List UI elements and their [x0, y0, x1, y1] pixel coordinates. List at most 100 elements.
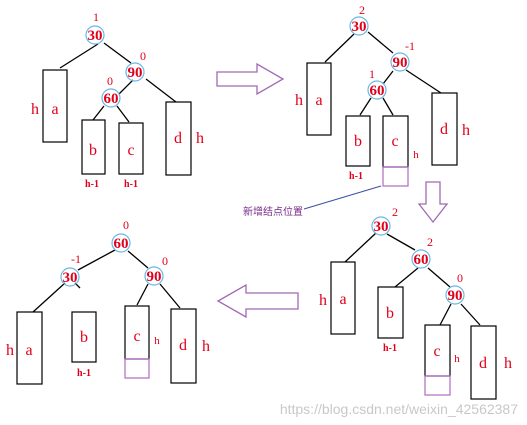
- edge: [427, 267, 451, 288]
- edge: [127, 250, 149, 269]
- subtree-d-box: [431, 92, 458, 166]
- subtree-b-label: b: [354, 133, 362, 150]
- node-90: 90: [448, 288, 463, 304]
- node-30: 30: [88, 28, 103, 44]
- edge: [439, 303, 452, 326]
- panel-unbalanced-chain: 30 60 90 2 2 0 a b c d h h-1 h h: [319, 205, 512, 400]
- node-60: 60: [370, 83, 385, 99]
- subtree-a-box: [306, 62, 332, 136]
- height-label: h-1: [349, 171, 363, 182]
- inserted-node-box: [382, 166, 409, 187]
- height-label: h-1: [383, 343, 397, 354]
- edge: [159, 283, 181, 309]
- height-label: h: [462, 122, 470, 139]
- node-90: 90: [393, 55, 408, 71]
- subtree-b-label: b: [80, 329, 88, 346]
- edge: [324, 33, 355, 63]
- arrow-left-icon: [216, 283, 299, 319]
- subtree-a-box: [16, 311, 43, 385]
- annotation-pointer: [303, 185, 382, 210]
- subtree-a-box: [330, 261, 356, 335]
- subtree-a-label: a: [25, 342, 32, 359]
- subtree-d-label: d: [440, 121, 448, 138]
- balance-factor-90: -1: [405, 39, 415, 53]
- height-label: h: [202, 338, 210, 355]
- balance-factor-60: 0: [123, 218, 129, 232]
- watermark: https://blog.csdn.net/weixin_42562387: [280, 401, 518, 417]
- edge: [382, 97, 394, 116]
- subtree-c-label: c: [127, 142, 134, 159]
- height-label: h: [154, 335, 160, 347]
- new-node-annotation: 新增结点位置: [243, 205, 303, 218]
- edge: [405, 69, 442, 94]
- edge: [386, 233, 416, 251]
- edge: [103, 42, 132, 64]
- node-60: 60: [104, 91, 119, 107]
- inserted-node-box: [424, 375, 451, 396]
- node-60: 60: [414, 252, 429, 268]
- edge: [344, 232, 377, 263]
- subtree-c-box: [124, 305, 150, 360]
- balance-factor-90: 0: [140, 49, 146, 63]
- balance-factor-60: 1: [369, 67, 375, 81]
- node-ring: [371, 216, 391, 236]
- edge: [32, 282, 66, 313]
- node-30: 30: [352, 19, 367, 35]
- subtree-b-box: [81, 119, 106, 175]
- subtree-a-label: a: [315, 92, 322, 109]
- subtree-c-box: [118, 122, 144, 175]
- balance-factor-90: 0: [162, 254, 168, 268]
- height-label: h-1: [85, 179, 99, 190]
- balance-factor-60: 2: [427, 235, 433, 249]
- node-30: 30: [374, 219, 389, 235]
- edge: [359, 97, 372, 116]
- node-ring: [125, 62, 145, 82]
- edge: [136, 283, 149, 306]
- subtree-d-box: [470, 325, 497, 400]
- height-label: h: [196, 130, 204, 147]
- edge: [367, 31, 394, 54]
- subtree-d-box: [165, 101, 192, 176]
- panel-balanced-result: 60 30 90 0 -1 0 a b c d h h-1 h h: [6, 218, 210, 385]
- edge: [59, 43, 99, 69]
- node-ring: [349, 16, 369, 36]
- height-label: h: [6, 342, 14, 359]
- edge: [460, 303, 481, 326]
- node-60: 60: [114, 236, 129, 252]
- edge: [77, 249, 116, 271]
- node-ring: [144, 266, 164, 286]
- node-ring: [85, 25, 105, 45]
- subtree-b-box: [71, 311, 97, 363]
- subtree-b-box: [377, 286, 404, 339]
- edge: [145, 78, 177, 103]
- height-label: h: [295, 92, 303, 109]
- subtree-b-label: b: [386, 305, 394, 322]
- subtree-d-label: d: [174, 130, 182, 147]
- height-label: h: [413, 149, 419, 161]
- subtree-a-box: [42, 69, 68, 143]
- subtree-a-label: a: [51, 101, 58, 118]
- balance-factor-30: 2: [392, 205, 398, 219]
- edge: [118, 79, 134, 95]
- height-label: h-1: [77, 368, 91, 379]
- subtree-c-label: c: [391, 133, 398, 150]
- balance-factor-30: 1: [93, 10, 99, 24]
- node-90: 90: [128, 65, 143, 81]
- subtree-b-label: b: [89, 142, 97, 159]
- subtree-d-label: d: [479, 355, 487, 372]
- height-label: h: [504, 355, 512, 372]
- balance-factor-30: 2: [359, 3, 365, 17]
- node-30: 30: [63, 270, 78, 286]
- panel-initial-tree: 30 90 60 1 0 0 a b c d h h h-1 h-1: [31, 10, 204, 190]
- height-label: h-1: [124, 179, 138, 190]
- height-label: h: [454, 353, 460, 365]
- edge: [382, 70, 394, 85]
- subtree-c-label: c: [133, 328, 140, 345]
- node-ring: [111, 233, 131, 253]
- node-ring: [367, 80, 387, 100]
- arrow-right-icon: [216, 62, 285, 96]
- subtree-c-box: [424, 324, 451, 377]
- balance-factor-30: -1: [71, 252, 81, 266]
- height-label: h: [31, 101, 39, 118]
